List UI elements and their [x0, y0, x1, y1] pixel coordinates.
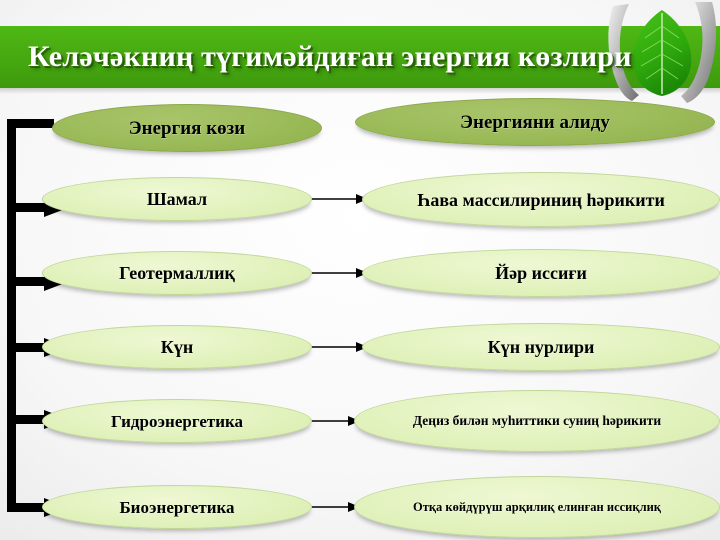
result-node-5-label: Отқа көйдүрүш арқилиқ елинған иссиқлиқ: [412, 499, 662, 514]
source-node-1[interactable]: Шамал: [42, 177, 312, 221]
header-energy-source[interactable]: Энергия көзи: [52, 104, 322, 152]
title-band: [0, 26, 720, 94]
header-energy-source-label: Энергия көзи: [128, 117, 246, 139]
result-node-2-label: Йәр иссиғи: [495, 263, 587, 283]
source-node-3-label: Күн: [160, 337, 194, 357]
result-node-2[interactable]: Йәр иссиғи: [362, 249, 720, 297]
source-node-5[interactable]: Биоэнергетика: [42, 485, 312, 529]
result-node-4-label: Деңиз билән муһиттики суниң һәрикити: [412, 413, 662, 429]
source-node-2-label: Геотермаллиқ: [119, 263, 235, 283]
source-node-1-label: Шамал: [146, 189, 208, 209]
header-energy-obtained[interactable]: Энергияни алиду: [355, 98, 715, 146]
result-node-3-label: Күн нурлири: [487, 337, 595, 357]
source-node-3[interactable]: Күн: [42, 325, 312, 369]
page-title: Келәчәкниң түгимәйдиған энергия көзлири: [28, 40, 632, 73]
result-node-4[interactable]: Деңиз билән муһиттики суниң һәрикити: [354, 390, 720, 452]
source-node-5-label: Биоэнергетика: [119, 497, 235, 517]
row-connector-1: [309, 194, 368, 204]
header-energy-obtained-label: Энергияни алиду: [460, 111, 610, 133]
result-node-5[interactable]: Отқа көйдүрүш арқилиқ елинған иссиқлиқ: [354, 476, 720, 538]
result-node-3[interactable]: Күн нурлири: [362, 323, 720, 371]
source-node-4-label: Гидроэнергетика: [110, 411, 244, 431]
bracket-connector: [7, 119, 69, 517]
result-node-1-label: Һава массилириниң һәрикити: [417, 189, 665, 210]
source-node-4[interactable]: Гидроэнергетика: [42, 399, 312, 443]
result-node-1[interactable]: Һава массилириниң һәрикити: [362, 172, 720, 227]
source-node-2[interactable]: Геотермаллиқ: [42, 251, 312, 295]
row-connector-2: [309, 268, 368, 278]
row-connector-3: [309, 342, 368, 352]
